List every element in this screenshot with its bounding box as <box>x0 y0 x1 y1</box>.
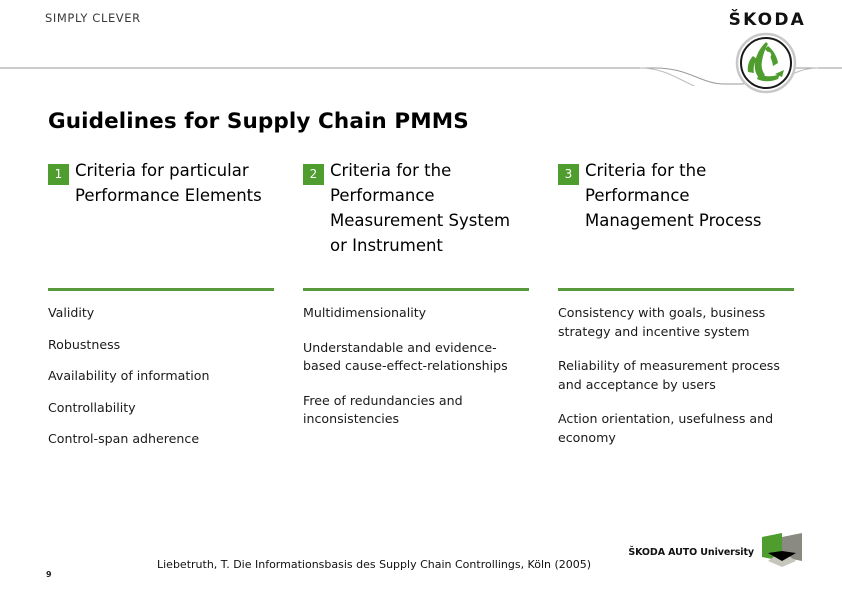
column-2-heading: Criteria for the Performance Measurement… <box>330 161 511 255</box>
skoda-emblem-svg <box>735 32 797 94</box>
column-3-heading: Criteria for the Performance Management … <box>585 161 762 230</box>
list-item: Multidimensionality <box>303 305 427 320</box>
skoda-auto-university-logo-icon <box>758 531 806 573</box>
skoda-winged-arrow-emblem <box>735 32 797 94</box>
header-rule <box>0 40 842 93</box>
column-1-items: Validity Robustness Availability of info… <box>48 304 274 462</box>
list-item: Availability of information <box>48 368 210 383</box>
list-item: Control-span adherence <box>48 431 200 446</box>
criteria-columns: 1 Criteria for particular Performance El… <box>48 158 794 498</box>
list-item: Validity <box>48 305 95 320</box>
list-item: Action orientation, usefulness and econo… <box>558 411 774 445</box>
list-item: Robustness <box>48 336 121 352</box>
list-item: Free of redundancies and inconsistencies <box>303 392 463 427</box>
column-2-header: 2 Criteria for the Performance Measureme… <box>303 158 529 282</box>
slide-header: SIMPLY CLEVER ŠKODA <box>0 0 842 94</box>
university-name: ŠKODA AUTO University <box>628 546 754 558</box>
column-1-number-badge: 1 <box>48 164 69 185</box>
source-citation: Liebetruth, T. Die Informationsbasis des… <box>157 558 592 571</box>
column-3-divider <box>558 288 794 291</box>
university-mark: ŠKODA AUTO University <box>628 531 806 573</box>
list-item: Consistency with goals, business strateg… <box>558 305 766 339</box>
skoda-wordmark: ŠKODA <box>728 10 806 30</box>
list-item: Reliability of measurement process and a… <box>558 358 780 392</box>
list-item: Understandable and evidence-based cause-… <box>303 339 508 374</box>
column-2-divider <box>303 288 529 291</box>
column-3-items: Consistency with goals, business strateg… <box>558 304 794 463</box>
header-rule-svg <box>0 67 842 93</box>
page-number: 9 <box>46 570 52 579</box>
column-1-divider <box>48 288 274 291</box>
criteria-column-2: 2 Criteria for the Performance Measureme… <box>303 158 529 498</box>
column-1-header: 1 Criteria for particular Performance El… <box>48 158 274 282</box>
page-title: Guidelines for Supply Chain PMMS <box>48 109 469 135</box>
list-item: Controllability <box>48 399 136 415</box>
column-3-number-badge: 3 <box>558 164 579 185</box>
brand-tagline: SIMPLY CLEVER <box>45 11 141 25</box>
column-2-number-badge: 2 <box>303 164 324 185</box>
criteria-column-3: 3 Criteria for the Performance Managemen… <box>558 158 794 498</box>
column-3-header: 3 Criteria for the Performance Managemen… <box>558 158 794 282</box>
university-logo-svg <box>762 533 802 567</box>
column-2-items: Multidimensionality Understandable and e… <box>303 304 529 445</box>
column-1-heading: Criteria for particular Performance Elem… <box>75 161 262 205</box>
criteria-column-1: 1 Criteria for particular Performance El… <box>48 158 274 498</box>
